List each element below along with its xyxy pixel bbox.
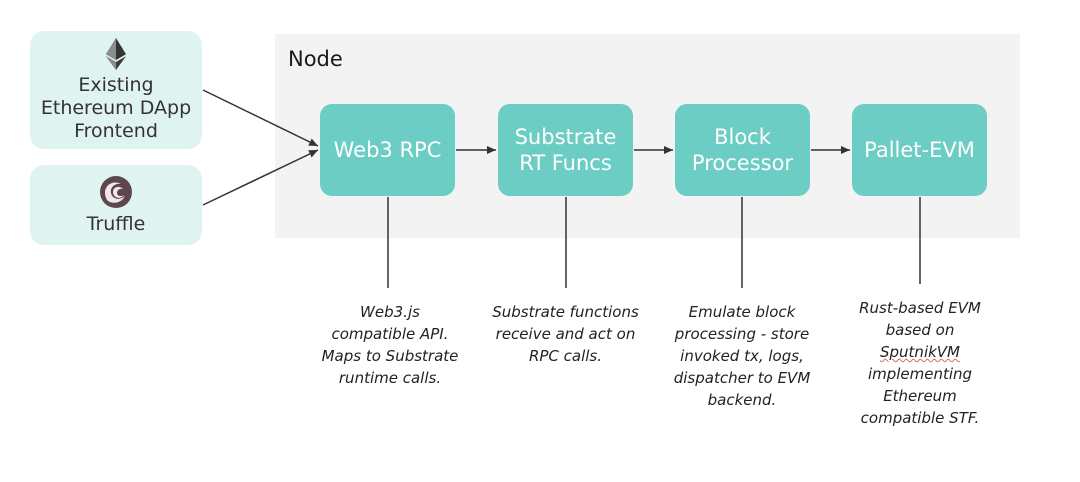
truffle-box: Truffle xyxy=(30,165,202,245)
substrate-rt-funcs-box: Substrate RT Funcs xyxy=(498,104,633,196)
web3-rpc-note: Web3.js compatible API. Maps to Substrat… xyxy=(321,303,459,387)
substrate-rt-funcs-note: Substrate functions receive and act on R… xyxy=(492,303,639,365)
note-line: implementing xyxy=(867,365,973,383)
arrow-truffle-to-web3 xyxy=(202,149,319,206)
note-line: based on xyxy=(885,321,955,339)
arrow-eth-to-web3 xyxy=(202,89,319,147)
truffle-icon xyxy=(100,175,132,208)
client-label: Existing Ethereum DApp Frontend xyxy=(40,73,192,142)
pallet-evm-note: Rust-based EVM based on SputnikVM implement… xyxy=(836,297,1004,429)
note-line: Rust-based EVM xyxy=(859,299,981,317)
client-label: Truffle xyxy=(86,212,146,235)
note-line: compatible STF. xyxy=(860,409,980,427)
note-line: Ethereum xyxy=(883,387,957,405)
ethereum-icon xyxy=(106,37,126,70)
block-processor-note: Emulate block processing - store invoked… xyxy=(673,303,811,409)
pallet-evm-box: Pallet-EVM xyxy=(852,104,987,196)
note-line: SputnikVM xyxy=(880,343,960,361)
block-processor-box: Block Processor xyxy=(675,104,810,196)
web3-rpc-box: Web3 RPC xyxy=(320,104,455,196)
ethereum-dapp-frontend-box: Existing Ethereum DApp Frontend xyxy=(30,31,202,149)
node-title: Node xyxy=(288,47,343,71)
